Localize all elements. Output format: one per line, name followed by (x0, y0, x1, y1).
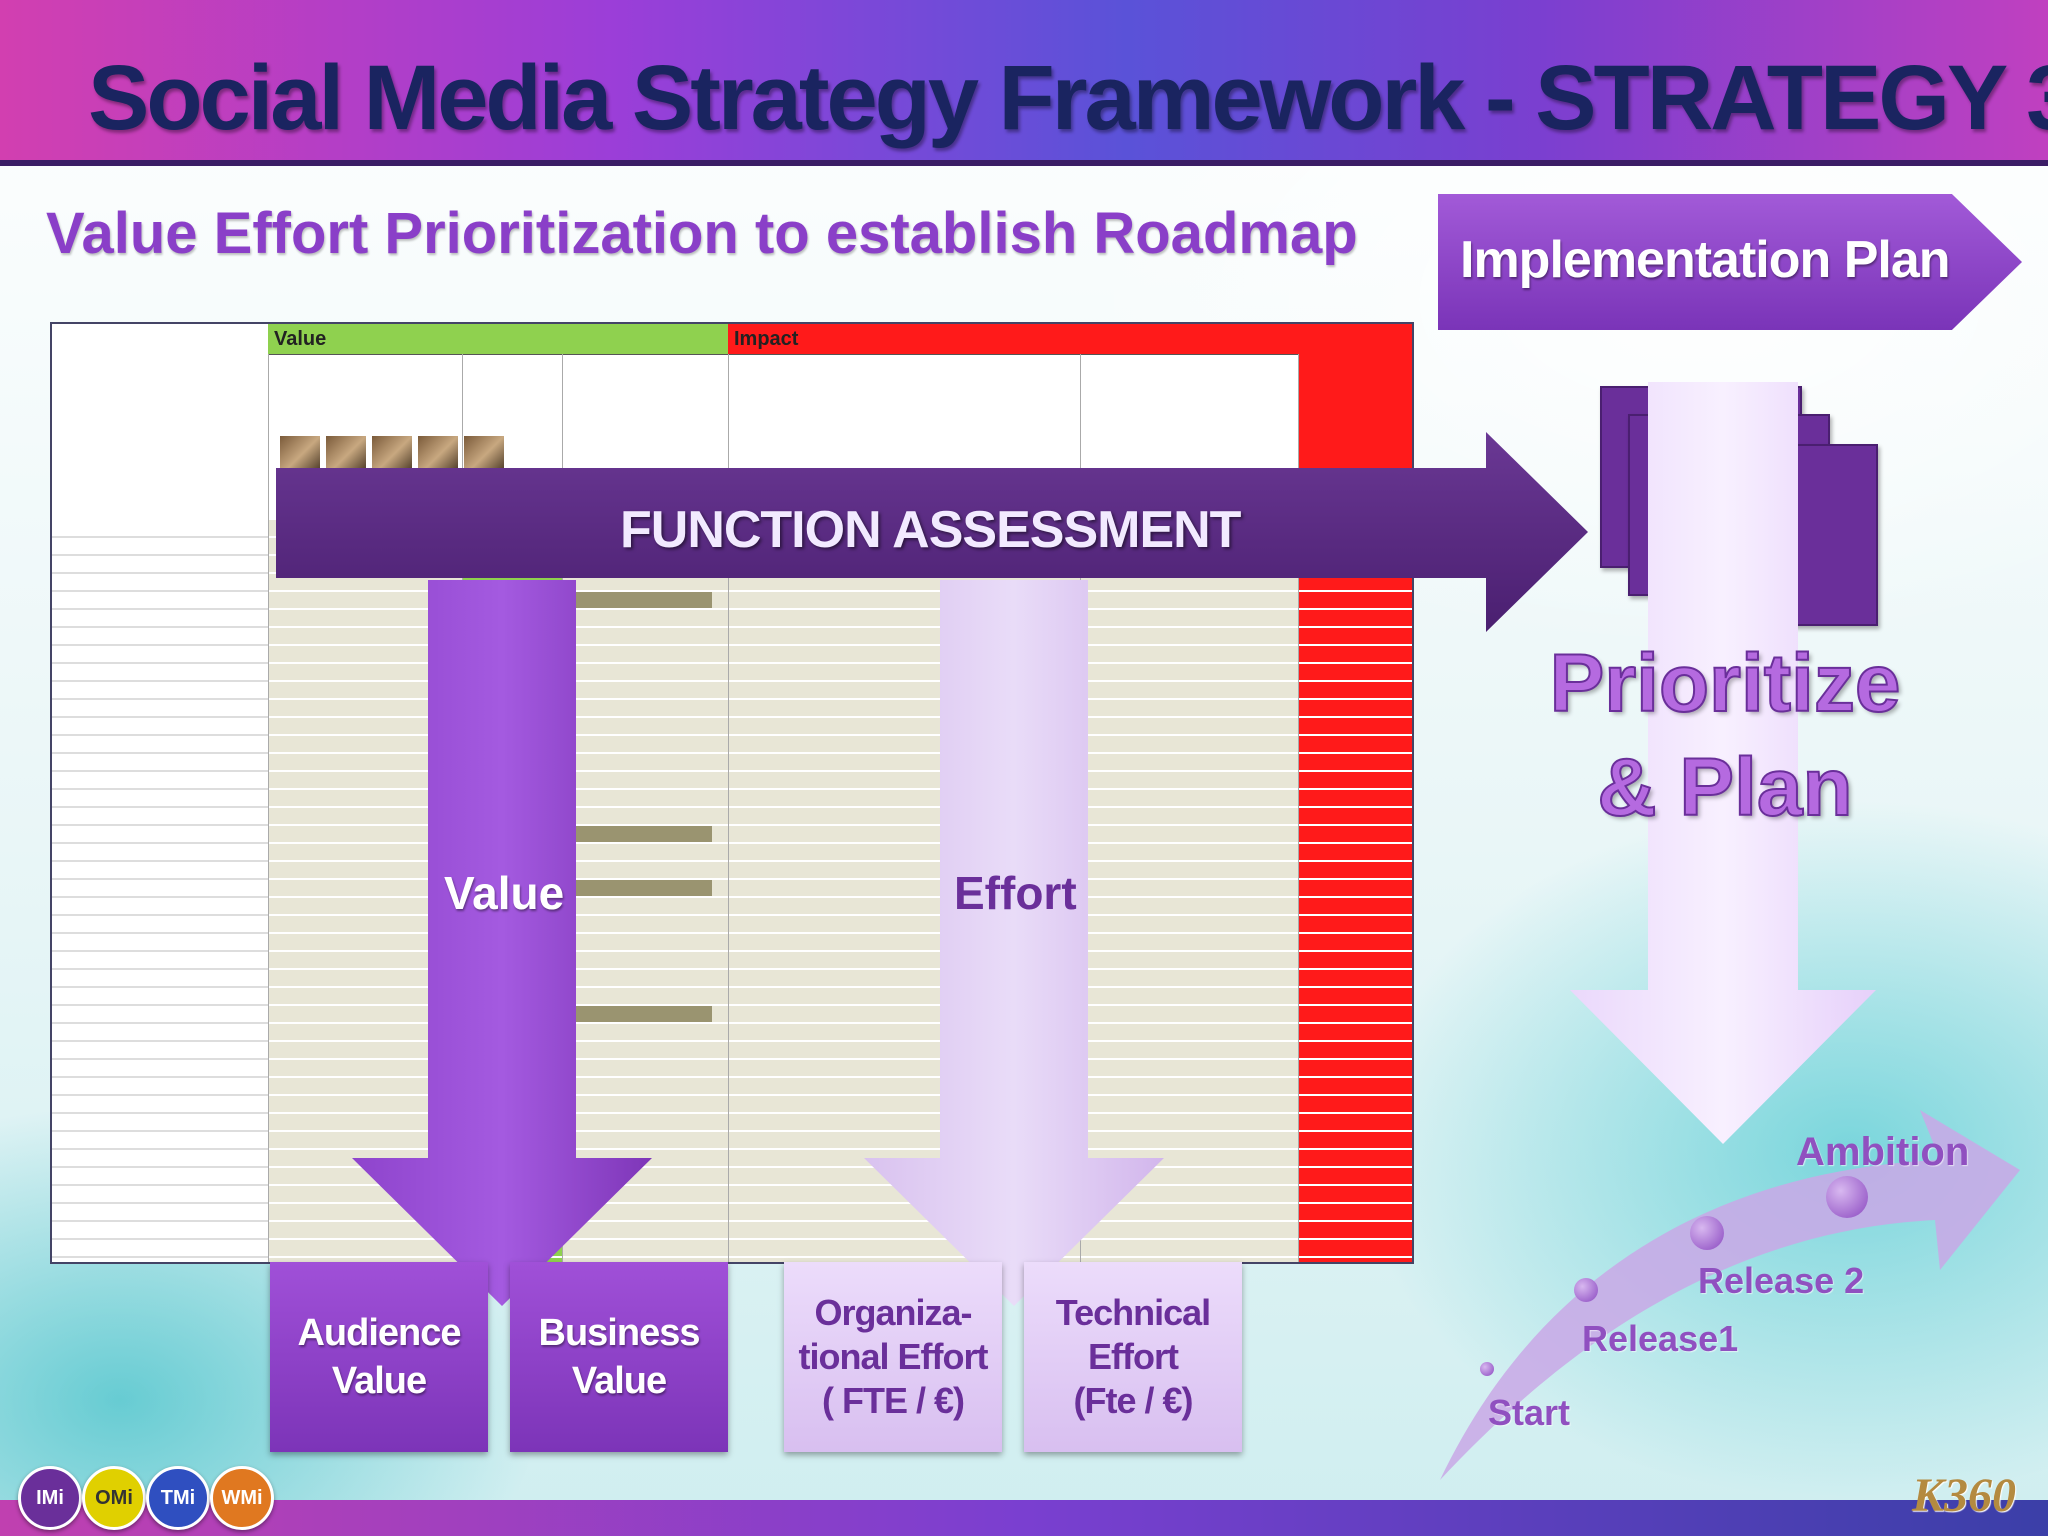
roadmap-start-label: Start (1488, 1392, 1571, 1433)
k360-logo: K360 (1912, 1469, 2017, 1522)
title-bar-divider (0, 160, 2048, 166)
org-effort-line2: tional Effort (798, 1336, 989, 1377)
tech-effort-line3: (Fte / €) (1073, 1380, 1193, 1421)
value-header-label: Value (274, 328, 327, 350)
highlight-cell (562, 880, 712, 896)
roadmap-milestone-dot (1690, 1216, 1724, 1250)
highlight-cell (562, 1006, 712, 1022)
tmi-badge-icon: TMi (146, 1466, 210, 1530)
function-rows (52, 520, 268, 1262)
implementation-plan-label: Implementation Plan (1460, 231, 1951, 289)
effort-arrow-label: Effort (954, 867, 1077, 919)
org-effort-line3: ( FTE / €) (821, 1380, 965, 1421)
impact-header-label: Impact (734, 328, 799, 350)
business-value-line1: Business (538, 1312, 701, 1354)
tech-effort-line1: Technical (1055, 1292, 1211, 1333)
function-assessment-label: FUNCTION ASSESSMENT (620, 501, 1241, 559)
grid-line (268, 354, 269, 1262)
grid-line (1298, 354, 1299, 1262)
prioritize-text: Prioritize (1549, 637, 1902, 730)
implementation-plan-arrow: Implementation Plan (1438, 194, 2022, 330)
value-section-header: Value (268, 324, 728, 355)
value-arrow-label: Value (444, 867, 565, 919)
roadmap-milestone-dot (1480, 1362, 1494, 1376)
slide-subtitle: Value Effort Prioritization to establish… (46, 201, 1358, 266)
title-bar (0, 0, 2048, 160)
audience-value-line1: Audience (297, 1312, 461, 1354)
wmi-badge-icon: WMi (210, 1466, 274, 1530)
highlight-cell (562, 826, 712, 842)
imi-badge-icon: IMi (18, 1466, 82, 1530)
plan-text: & Plan (1596, 741, 1853, 834)
prioritize-plan-label: Prioritize & Plan (1540, 632, 1910, 840)
roadmap-arrow (1440, 1110, 2020, 1480)
roadmap-milestone-dot (1574, 1278, 1598, 1302)
roadmap-arrow-shape (1440, 1110, 2020, 1480)
impact-section-header: Impact (728, 324, 1298, 355)
organizational-effort-box: Organiza-tional Effort( FTE / €) (784, 1262, 1002, 1452)
assessment-spreadsheet: Value Impact (50, 322, 1414, 1264)
roadmap-release2-label: Release 2 (1698, 1260, 1865, 1301)
total-impact-score-column (1298, 520, 1412, 1262)
slide-title: Social Media Strategy Framework - STRATE… (88, 47, 2048, 149)
business-value-line2: Value (571, 1360, 667, 1402)
highlight-cell (562, 592, 712, 608)
footer-bar (0, 1500, 2048, 1536)
tech-effort-line2: Effort (1088, 1336, 1179, 1377)
roadmap-release1-label: Release1 (1582, 1318, 1739, 1359)
org-effort-line1: Organiza- (814, 1292, 972, 1333)
grid-line (728, 354, 729, 1262)
audience-value-line2: Value (331, 1360, 427, 1402)
omi-badge-icon: OMi (82, 1466, 146, 1530)
roadmap-milestone-dot (1826, 1176, 1868, 1218)
roadmap-ambition-label: Ambition (1796, 1130, 1970, 1174)
